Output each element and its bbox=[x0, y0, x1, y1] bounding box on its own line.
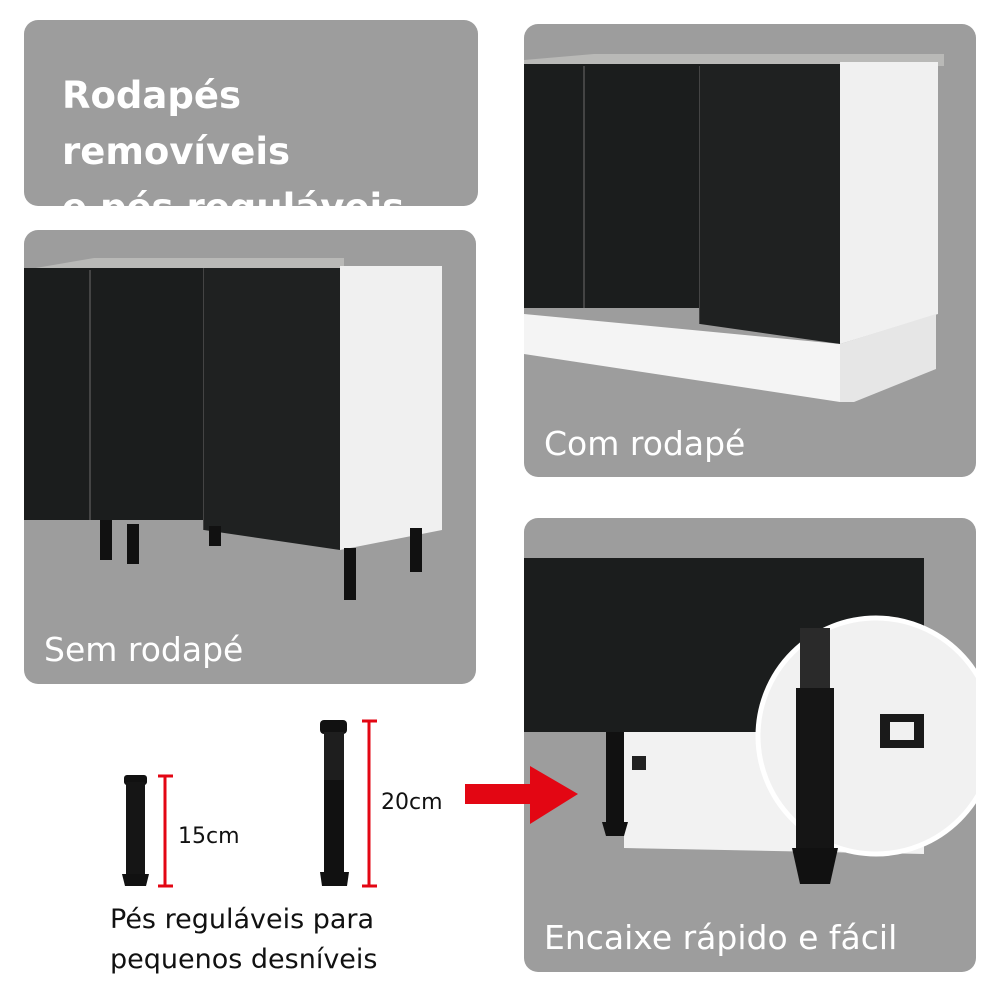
caption-line-1: Pés reguláveis para bbox=[110, 904, 375, 935]
quick-fit-image bbox=[524, 558, 976, 884]
page-title: Rodapés removíveis e pés reguláveis bbox=[62, 68, 478, 206]
label-with-baseboard: Com rodapé bbox=[544, 424, 746, 463]
label-without-baseboard: Sem rodapé bbox=[44, 630, 244, 669]
short-foot-label: 15cm bbox=[178, 824, 240, 849]
panel-with-baseboard: Com rodapé bbox=[524, 24, 976, 477]
panel-without-baseboard: Sem rodapé bbox=[24, 230, 476, 684]
label-quick-fit: Encaixe rápido e fácil bbox=[544, 918, 898, 957]
title-line-1: Rodapés removíveis bbox=[62, 74, 291, 173]
tall-foot-measure bbox=[362, 719, 377, 888]
short-foot-image bbox=[122, 775, 149, 886]
tall-foot-image bbox=[320, 720, 349, 886]
cabinet-with-baseboard-image bbox=[524, 54, 944, 402]
title-line-2: e pés reguláveis bbox=[62, 180, 478, 206]
tall-foot-label: 20cm bbox=[381, 790, 443, 815]
panel-quick-fit: Encaixe rápido e fácil bbox=[524, 518, 976, 972]
title-panel: Rodapés removíveis e pés reguláveis bbox=[24, 20, 478, 206]
cabinet-without-baseboard-image bbox=[24, 258, 442, 600]
feet-caption: Pés reguláveis para pequenos desníveis bbox=[110, 900, 377, 980]
caption-line-2: pequenos desníveis bbox=[110, 944, 378, 975]
short-foot-measure bbox=[158, 774, 173, 888]
